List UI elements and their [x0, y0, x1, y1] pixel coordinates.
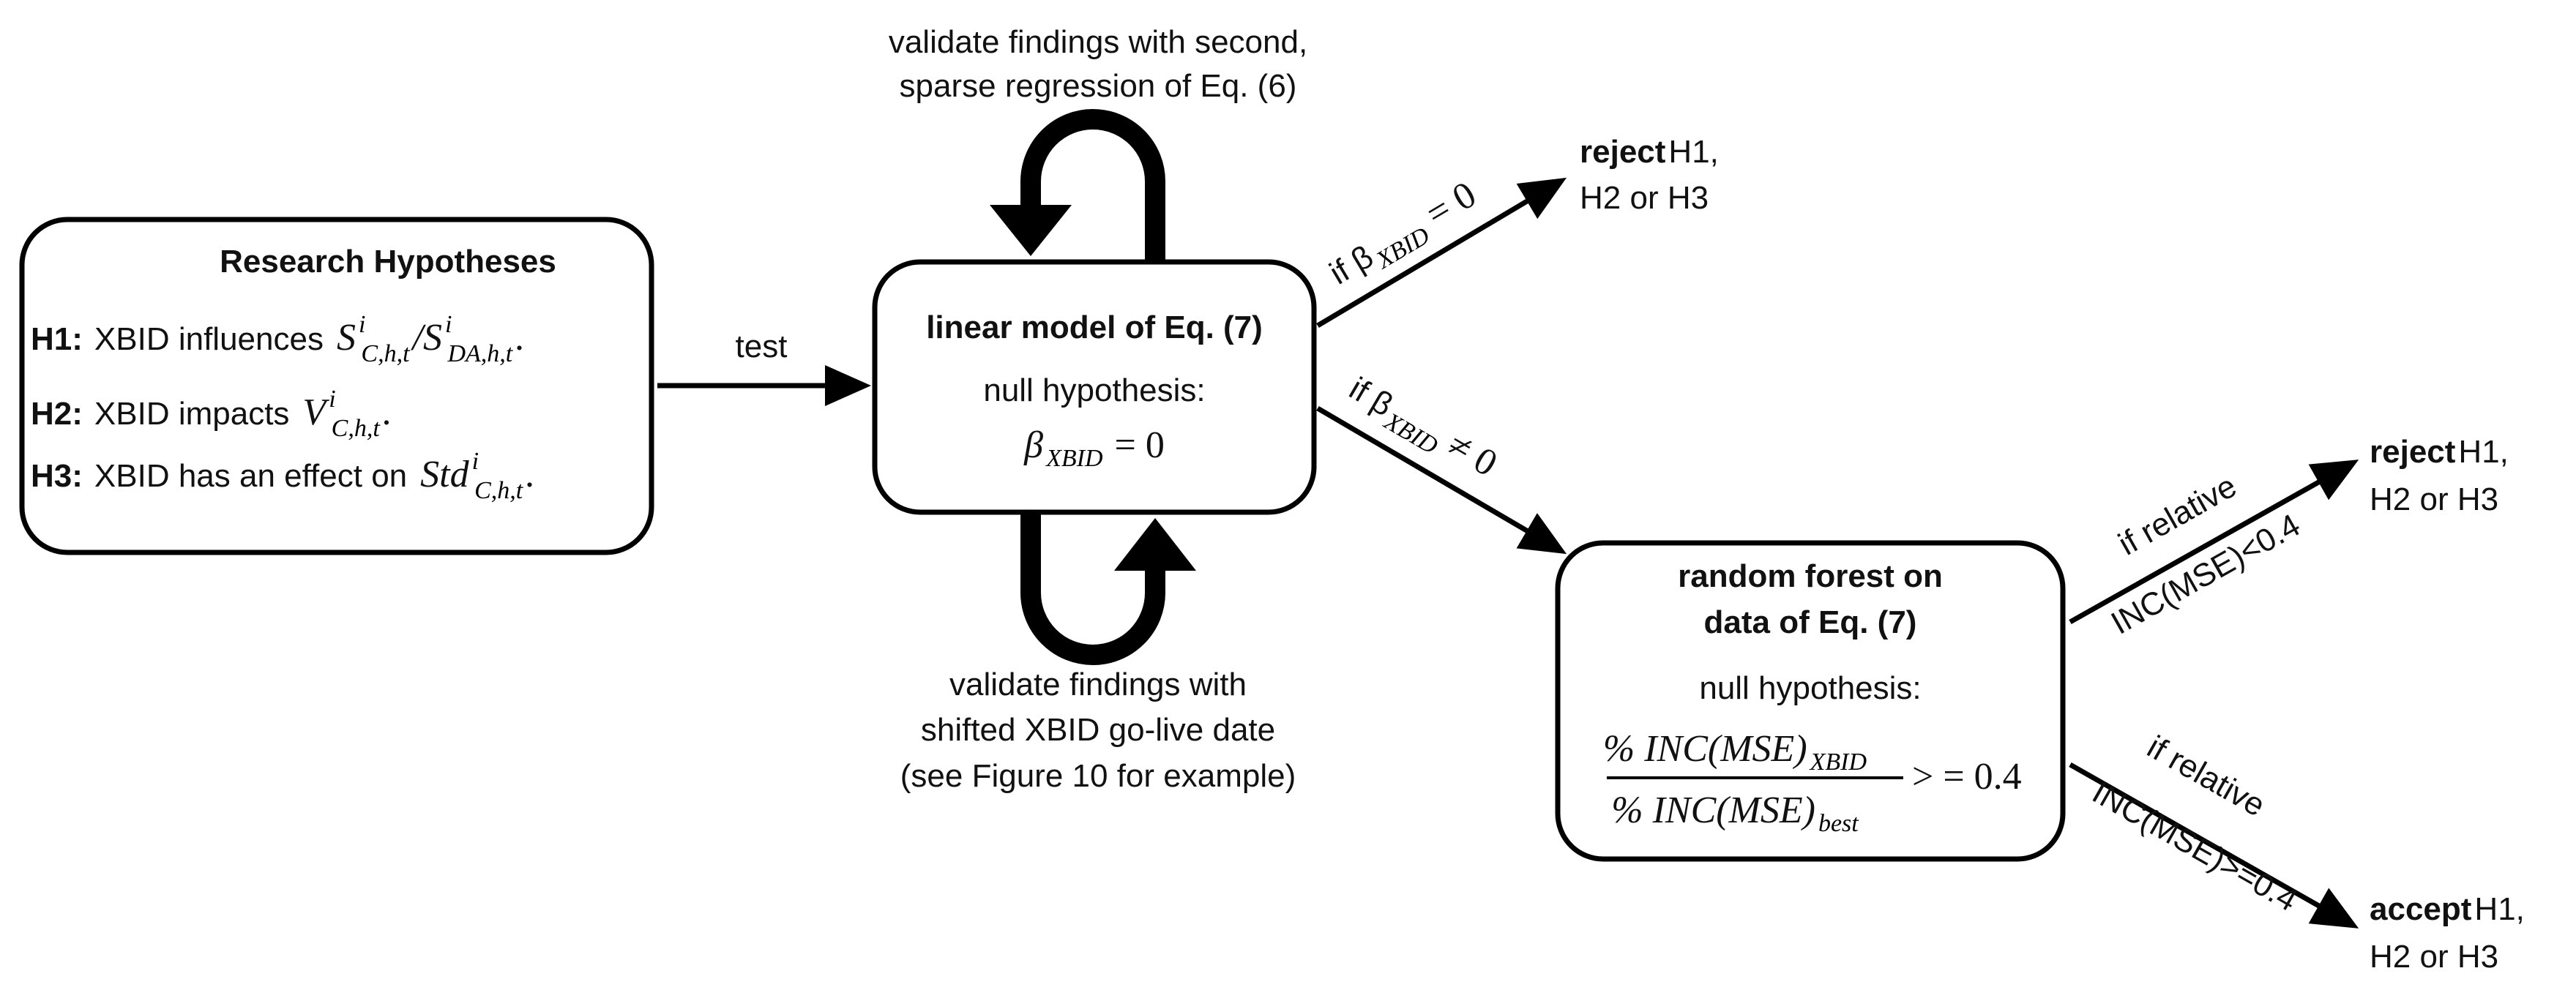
h3-label: H3:: [31, 458, 83, 494]
rf-denominator-sub: best: [1818, 810, 1859, 837]
h1-text: XBID influences: [94, 321, 324, 357]
reject-2-bold: reject: [2370, 434, 2456, 470]
rf-high-edge: if relative INC(MSE)>=0.4: [2069, 729, 2359, 929]
accept-bold: accept: [2370, 891, 2472, 927]
reject-outcome-1: reject H1, H2 or H3: [1580, 134, 1719, 216]
reject-1-bold: reject: [1580, 134, 1666, 170]
linear-model-title: linear model of Eq. (7): [926, 310, 1263, 345]
bottom-loop-label-1: validate findings with: [949, 667, 1247, 702]
h1-end: .: [515, 317, 525, 359]
accept-rest: H1,: [2474, 891, 2524, 927]
h2-label: H2:: [31, 396, 83, 432]
accept-outcome: accept H1, H2 or H3: [2370, 891, 2525, 975]
svg-text:H2: XBID impacts: H2: XBID impacts V i C,h,t .: [31, 386, 392, 442]
svg-text:H3: XBID has an effect: H3: XBID has an effect on Std i C,h,t .: [31, 448, 535, 504]
reject-1-rest: H1,: [1668, 134, 1718, 170]
reject-2-line-2: H2 or H3: [2370, 481, 2498, 517]
reject-outcome-2: reject H1, H2 or H3: [2370, 434, 2509, 517]
top-loop-label-2: sparse regression of Eq. (6): [900, 68, 1297, 104]
bottom-loop-label-2: shifted XBID go-live date: [921, 712, 1275, 748]
rf-threshold: > = 0.4: [1912, 756, 2022, 798]
hypothesis-h3: H3: XBID has an effect on Std i C,h,t .: [31, 448, 535, 504]
beta-neq-zero-edge: if β XBID ≠ 0: [1316, 370, 1567, 555]
reject-1-line-1: reject H1,: [1580, 134, 1719, 170]
eq-prefix: if β: [1324, 239, 1379, 292]
beta-eq-zero-arrow: [1316, 177, 1567, 329]
h1-math-sub2: DA,h,t: [447, 340, 513, 367]
rf-denominator-main: % INC(MSE): [1611, 790, 1815, 831]
hypotheses-title: Research Hypotheses: [220, 244, 556, 280]
rf-numerator-sub: XBID: [1809, 749, 1867, 776]
h3-math-sub: C,h,t: [474, 477, 524, 504]
bottom-loop-label-3: (see Figure 10 for example): [900, 758, 1296, 794]
rf-high-label-2: INC(MSE)>=0.4: [2086, 774, 2303, 918]
h1-math-sub: C,h,t: [361, 340, 411, 367]
linear-null-rest: = 0: [1115, 424, 1165, 466]
rf-denominator: % INC(MSE) best: [1611, 790, 1859, 837]
h1-math-sep: /S: [411, 317, 442, 359]
rf-numerator-main: % INC(MSE): [1603, 728, 1807, 770]
h3-math-sup: i: [472, 448, 479, 475]
h2-text: XBID impacts: [94, 396, 290, 432]
beta-neq-zero-arrow: [1316, 405, 1567, 555]
h2-math-sup: i: [329, 386, 335, 413]
beta-eq-zero-label: if β XBID = 0: [1321, 173, 1486, 298]
h1-math-sup: i: [359, 311, 365, 338]
linear-model-null-label: null hypothesis:: [983, 372, 1205, 408]
rf-title-2: data of Eq. (7): [1704, 604, 1917, 640]
linear-model-box: linear model of Eq. (7) null hypothesis:…: [872, 259, 1317, 515]
bottom-loop: validate findings with shifted XBID go-l…: [900, 512, 1296, 794]
rf-numerator: % INC(MSE) XBID: [1603, 728, 1867, 776]
test-edge: test: [657, 329, 871, 406]
h2-math-main: V: [302, 391, 329, 433]
neq-rest: ≠ 0: [1441, 424, 1504, 484]
eq-rest: = 0: [1419, 173, 1483, 235]
top-loop-arrow: [1020, 109, 1165, 262]
test-label: test: [736, 329, 788, 364]
linear-model-null-eq: β XBID = 0: [1023, 424, 1165, 472]
eq-sub: XBID: [1370, 222, 1435, 275]
bottom-loop-arrow: [1020, 512, 1165, 665]
hypothesis-h1: H1: XBID influences S i C,h,t /S i DA,h,…: [31, 311, 525, 367]
random-forest-box: random forest on data of Eq. (7) null hy…: [1555, 540, 2066, 862]
accept-line-1: accept H1,: [2370, 891, 2525, 927]
reject-2-line-1: reject H1,: [2370, 434, 2509, 470]
rf-low-edge: if relative INC(MSE)<0.4: [2069, 460, 2359, 642]
accept-line-2: H2 or H3: [2370, 939, 2498, 975]
linear-null-sub: XBID: [1045, 445, 1103, 472]
svg-text:H1: XBID influences: H1: XBID influences S i C,h,t /S i DA,h,…: [31, 311, 525, 367]
hypotheses-box: Research Hypotheses H1: XBID influences …: [19, 217, 654, 555]
h1-math-sup2: i: [445, 311, 452, 338]
h2-end: .: [383, 391, 392, 433]
top-loop-label-1: validate findings with second,: [889, 24, 1307, 60]
reject-2-rest: H1,: [2458, 434, 2508, 470]
beta-eq-zero-edge: if β XBID = 0: [1316, 173, 1567, 329]
rf-low-arrow: [2069, 460, 2359, 625]
hypothesis-h2: H2: XBID impacts V i C,h,t .: [31, 386, 392, 442]
rf-null-label: null hypothesis:: [1699, 670, 1921, 706]
h3-end: .: [526, 454, 535, 495]
reject-1-line-2: H2 or H3: [1580, 180, 1709, 216]
top-loop-head: [990, 205, 1072, 256]
rf-title-1: random forest on: [1678, 558, 1943, 594]
h1-math-main: S: [337, 317, 356, 359]
h2-math-sub: C,h,t: [332, 415, 381, 442]
h3-text: XBID has an effect on: [94, 458, 407, 494]
linear-null-beta: β: [1023, 424, 1043, 466]
rf-high-arrow: [2069, 762, 2359, 929]
h1-label: H1:: [31, 321, 83, 357]
top-loop: validate findings with second, sparse re…: [889, 24, 1307, 262]
h3-math-main: Std: [420, 454, 469, 495]
bottom-loop-head: [1114, 518, 1196, 571]
